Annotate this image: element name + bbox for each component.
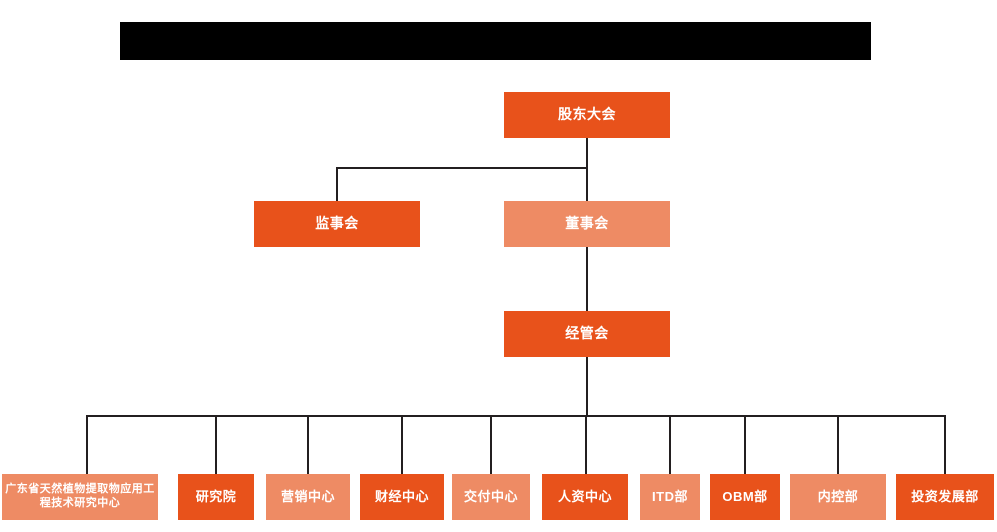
org-node-label: 广东省天然植物提取物应用工程技术研究中心	[5, 483, 155, 509]
drop-finance-center	[401, 415, 403, 474]
org-node-internal-control-department[interactable]: 内控部	[790, 474, 886, 520]
org-node-marketing-center[interactable]: 营销中心	[266, 474, 350, 520]
org-node-delivery-center[interactable]: 交付中心	[452, 474, 530, 520]
org-node-label: 内控部	[817, 488, 859, 504]
org-node-label: 经管会	[565, 325, 609, 342]
trunk-l2-to-l3	[586, 247, 588, 311]
org-node-hr-center[interactable]: 人资中心	[542, 474, 628, 520]
bus-l4	[86, 415, 944, 417]
org-node-label: 财经中心	[374, 488, 429, 504]
drop-marketing-center	[307, 415, 309, 474]
org-node-label: 研究院	[195, 488, 237, 504]
org-node-label: 营销中心	[280, 488, 335, 504]
drop-delivery-center	[490, 415, 492, 474]
redacted-title-bar	[120, 22, 871, 60]
org-node-guangdong-research-center[interactable]: 广东省天然植物提取物应用工程技术研究中心	[2, 474, 158, 520]
drop-board-of-directors	[586, 167, 588, 201]
org-node-label: OBM部	[722, 488, 768, 504]
drop-hr-center	[585, 415, 587, 474]
org-node-supervisory-board[interactable]: 监事会	[254, 201, 420, 247]
drop-supervisory-board	[336, 167, 338, 201]
drop-guangdong-research-center	[86, 415, 88, 474]
org-node-label: 董事会	[565, 215, 609, 232]
drop-itd-department	[669, 415, 671, 474]
org-node-board-of-directors[interactable]: 董事会	[504, 201, 670, 247]
org-node-research-institute[interactable]: 研究院	[178, 474, 254, 520]
org-node-label: 股东大会	[558, 106, 616, 123]
bus-l2	[336, 167, 588, 169]
org-node-label: 监事会	[315, 215, 359, 232]
drop-internal-control-department	[837, 415, 839, 474]
org-node-management-committee[interactable]: 经管会	[504, 311, 670, 357]
drop-obm-department	[744, 415, 746, 474]
drop-research-institute	[215, 415, 217, 474]
trunk-l3-to-bus2	[586, 357, 588, 415]
org-node-finance-center[interactable]: 财经中心	[360, 474, 444, 520]
org-node-label: 人资中心	[557, 488, 612, 504]
org-node-label: 交付中心	[463, 488, 518, 504]
org-node-shareholders-meeting[interactable]: 股东大会	[504, 92, 670, 138]
trunk-l1-to-bus1	[586, 138, 588, 168]
org-node-itd-department[interactable]: ITD部	[640, 474, 700, 520]
drop-investment-development-department	[944, 415, 946, 474]
org-node-label: ITD部	[652, 488, 688, 504]
org-node-investment-development-department[interactable]: 投资发展部	[896, 474, 994, 520]
org-node-label: 投资发展部	[911, 488, 979, 504]
org-node-obm-department[interactable]: OBM部	[710, 474, 780, 520]
